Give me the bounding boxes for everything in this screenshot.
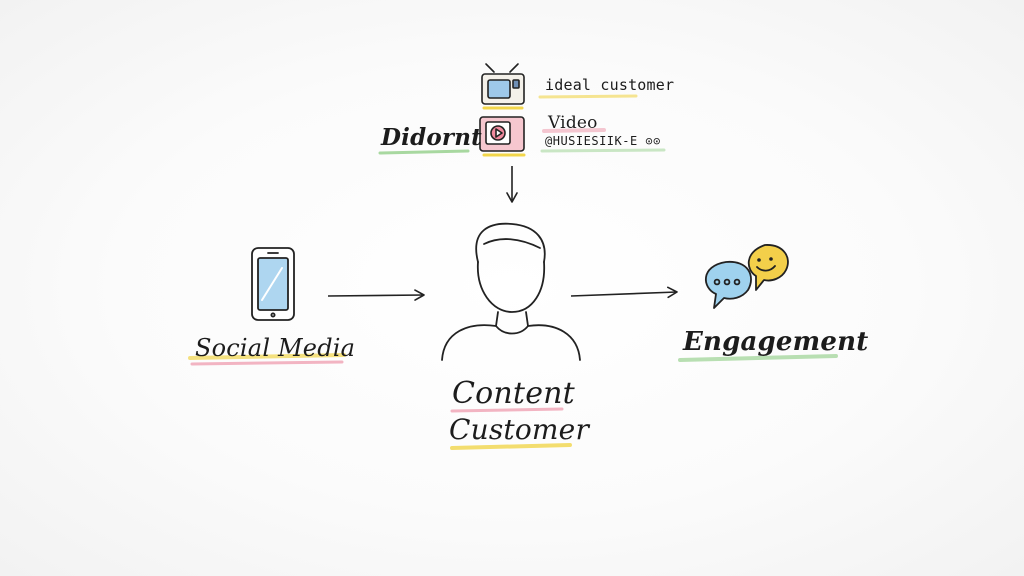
person-icon — [441, 222, 581, 361]
engagement-label-highlight — [678, 354, 838, 362]
arrow-center-to-engagement — [570, 286, 678, 299]
top-item-scribble: @HUSIESIIK-E ⊙⊙ — [545, 134, 661, 148]
chat-bubbles-icon — [705, 244, 789, 309]
social-media-label: Social Media — [195, 334, 356, 362]
ideal-label-highlight — [538, 94, 638, 99]
social-label-highlight-yellow — [188, 353, 346, 360]
social-label-highlight-pink — [190, 360, 344, 366]
top-item-ideal-customer: ideal customer — [545, 76, 675, 94]
top-label: Didornt — [381, 124, 482, 151]
video-label-highlight — [542, 128, 606, 133]
content-label: Content — [452, 376, 575, 411]
scribble-label-highlight — [540, 148, 666, 153]
engagement-label: Engagement — [683, 327, 869, 357]
content-label-highlight — [450, 407, 564, 413]
video-icon — [479, 116, 526, 157]
tv-icon — [481, 63, 525, 110]
customer-label-highlight — [450, 443, 572, 450]
arrow-social-to-center — [327, 289, 425, 301]
top-label-highlight — [378, 149, 470, 155]
customer-label: Customer — [449, 413, 590, 446]
smartphone-icon — [251, 247, 295, 321]
top-item-video: Video — [548, 113, 598, 133]
